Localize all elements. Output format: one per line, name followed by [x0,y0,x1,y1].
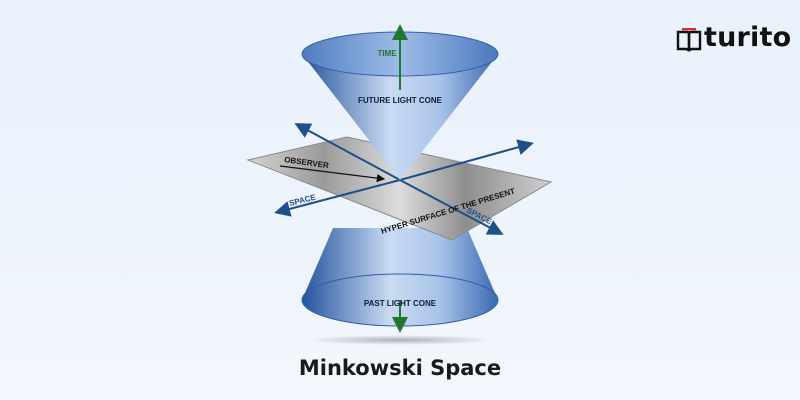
ground-shadow [305,335,495,345]
past-cone-label: PAST LIGHT CONE [364,299,437,308]
book-icon [676,28,702,52]
space-axis-left [274,179,401,217]
observer-arrow [279,165,386,183]
space-axis-lower-right [399,179,504,235]
hyper-surface-plane [246,136,553,241]
brand-logo: turito [676,20,791,60]
space-axis-upper-left [294,123,401,181]
future-cone-label: FUTURE LIGHT CONE [358,96,443,105]
brand-name: turito [704,22,792,53]
time-label: TIME [377,49,397,58]
caption-title: Minkowski Space [298,356,502,380]
space-axis-right-up [399,139,534,181]
